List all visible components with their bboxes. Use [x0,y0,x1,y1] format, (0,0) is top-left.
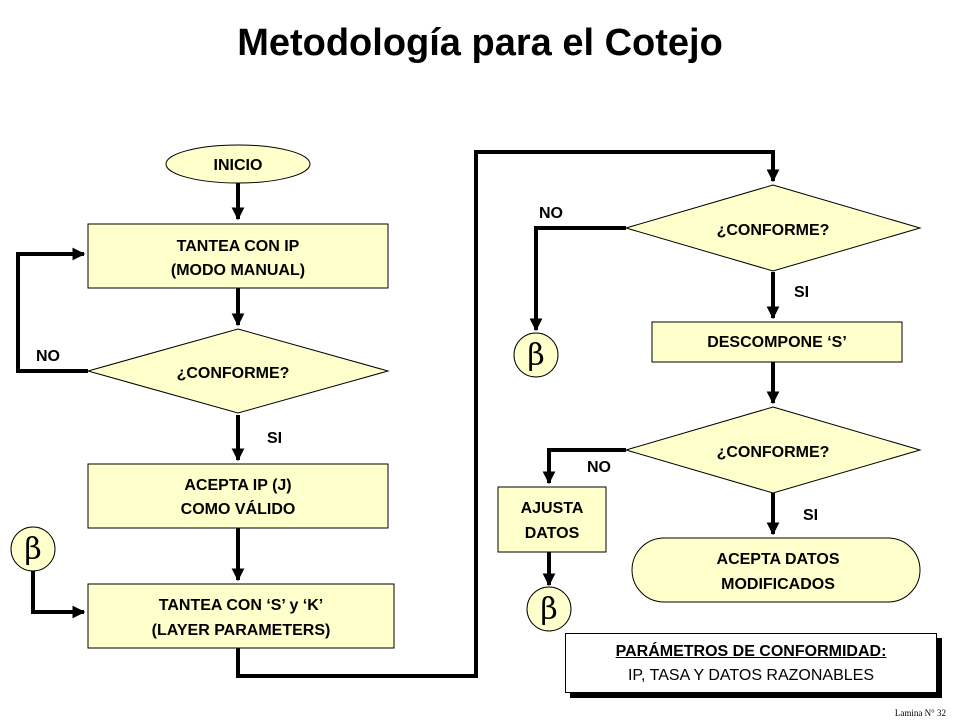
si-label-2: SI [794,284,809,301]
ajusta-line1: AJUSTA [521,500,584,517]
start-label: INICIO [214,157,263,174]
beta-connector-left [10,526,56,572]
acepta-datos-line2: MODIFICADOS [721,576,835,593]
tantea-ip-line2: (MODO MANUAL) [171,262,305,279]
beta-connector-middle [513,332,559,378]
acepta-datos-line1: ACEPTA DATOS [717,551,840,568]
descompone-label: DESCOMPONE ‘S’ [707,334,847,351]
tantea-sk-line1: TANTEA CON ‘S’ y ‘K’ [159,597,323,614]
process-tantea-s-k [87,583,395,649]
conformity-parameters-text: IP, TASA Y DATOS RAZONABLES [627,667,875,684]
process-descompone [651,321,903,363]
conforme-2-label: ¿CONFORME? [717,222,830,239]
si-label-1: SI [267,430,282,447]
connector-beta-to-tantea-sk [31,570,86,619]
page-title: Metodología para el Cotejo [237,22,723,64]
tantea-sk-line2: (LAYER PARAMETERS) [152,622,331,639]
process-tantea-ip [87,223,389,289]
decision-conforme-3 [624,406,922,494]
acepta-ip-line1: ACEPTA IP (J) [184,477,291,494]
conformity-parameters-box: PARÁMETROS DE CONFORMIDAD: IP, TASA Y DA… [565,633,937,693]
beta-symbol-middle: β [527,338,544,373]
connector-conforme3-no [542,448,626,485]
no-label-3: NO [587,459,611,476]
beta-symbol-bottom: β [540,592,557,627]
process-ajusta-datos [497,486,607,553]
decision-conforme-1 [86,328,390,414]
decision-conforme-2 [624,184,922,272]
beta-connector-bottom [526,586,572,632]
process-acepta-ip [87,463,389,529]
si-label-3: SI [803,507,818,524]
conforme-1-label: ¿CONFORME? [177,365,290,382]
acepta-ip-line2: COMO VÁLIDO [181,499,296,518]
no-label-1: NO [36,348,60,365]
conformity-parameters-title: PARÁMETROS DE CONFORMIDAD: [615,643,887,660]
conforme-3-label: ¿CONFORME? [717,444,830,461]
tantea-ip-line1: TANTEA CON IP [177,238,300,255]
connector-to-right-column [236,150,780,678]
connector-conforme2-no [529,226,626,332]
start-node [165,144,311,184]
no-label-2: NO [539,205,563,222]
terminal-acepta-datos [631,537,921,603]
beta-symbol-left: β [24,532,41,567]
connector-no-loop-left [16,247,88,373]
ajusta-line2: DATOS [525,525,580,542]
slide-footer: Lamina N° 32 [894,708,946,718]
